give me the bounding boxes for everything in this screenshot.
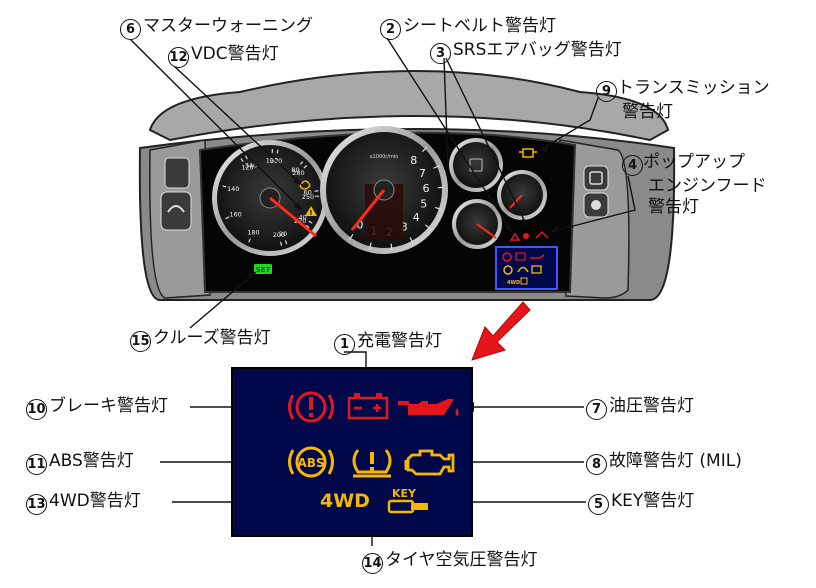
- number-badge: 9: [596, 81, 617, 102]
- gauge-tick-label: 3: [401, 221, 408, 234]
- gauge-tick-mark: [308, 220, 313, 224]
- gauge-tick-label: 200: [273, 231, 285, 239]
- number-badge: 2: [380, 19, 401, 40]
- number-badge: 3: [430, 43, 451, 64]
- gauge-tick-mark: [284, 240, 288, 245]
- number-badge: 13: [26, 494, 47, 515]
- key-icon-label: KEY: [392, 487, 417, 500]
- gauge-tick-label: 180: [247, 229, 259, 237]
- cluster-red-icons: [509, 230, 549, 241]
- small-gauge-low: [452, 199, 502, 249]
- tachometer-needle: [350, 189, 386, 231]
- left-rocker-icon: [167, 205, 185, 213]
- gauge-tick-mark: [435, 206, 442, 211]
- gauge-tick-mark: [314, 190, 319, 192]
- gauge-tick-mark: [299, 161, 304, 165]
- number-badge: 8: [586, 454, 607, 475]
- gauge-tick-mark: [369, 242, 372, 250]
- mini-warning-icons: 4WD: [502, 252, 545, 286]
- gauge-tick-label: 280: [292, 169, 304, 177]
- leader-lines-upper: [130, 37, 636, 329]
- number-badge: 11: [26, 454, 47, 475]
- number-badge: 7: [586, 399, 607, 420]
- gauge-tick-mark: [244, 155, 248, 160]
- gauge-tick-label: 0: [356, 218, 363, 231]
- gauge-tick-label: 4: [413, 211, 420, 224]
- gauge-tick-label: 6: [423, 182, 430, 195]
- gauge-tick-mark: [240, 158, 244, 163]
- svg-text:!: !: [309, 209, 312, 217]
- cruise-set-badge: [254, 264, 272, 274]
- gauge-tick-label: 120: [241, 164, 253, 172]
- gauge-tick-mark: [390, 243, 393, 251]
- number-badge: 12: [168, 47, 189, 68]
- gauge-tick-label: 60: [303, 189, 311, 197]
- cluster-vdc-icon: [299, 180, 311, 190]
- cluster-master-warning-icon: [305, 206, 317, 216]
- number-badge: 15: [130, 331, 151, 352]
- number-badge: 4: [622, 155, 643, 176]
- gauge-tick-label: 20: [279, 230, 287, 238]
- gauge-tick-label: 160: [229, 210, 241, 218]
- right-upper-button[interactable]: [583, 165, 609, 191]
- gauge-tick-mark: [222, 185, 227, 188]
- tacho-unit: x1000r/min: [370, 154, 399, 160]
- gauge-tick-label: 140: [227, 185, 239, 193]
- gauge-tick-label: 340: [245, 161, 257, 169]
- gauge-tick-mark: [303, 165, 308, 169]
- left-rocker-button[interactable]: [160, 191, 192, 231]
- gauge-tick-mark: [425, 224, 431, 230]
- gauge-tick-mark: [276, 149, 279, 154]
- number-badge: 10: [26, 399, 47, 420]
- zoom-arrow: [471, 301, 531, 361]
- speedometer-needle: [269, 196, 317, 238]
- tachometer: 012345678 x1000r/min: [320, 126, 448, 254]
- small-gauge-mid: [497, 170, 547, 220]
- gauge-tick-mark: [280, 241, 283, 246]
- gauge-tick-mark: [433, 165, 440, 169]
- cluster-transmission-icon: [519, 148, 537, 158]
- gauge-tick-label: 100: [266, 156, 278, 164]
- svg-text:4WD: 4WD: [507, 280, 520, 286]
- gauge-tick-label: 7: [419, 167, 426, 180]
- speedometer: 2040608010012014016018020022025028031034…: [212, 140, 328, 256]
- gauge-tick-mark: [248, 238, 251, 243]
- svg-text:SET: SET: [256, 266, 271, 274]
- gauge-tick-mark: [409, 237, 414, 244]
- fourwd-icon: 4WD: [320, 490, 370, 512]
- number-badge: 14: [362, 553, 383, 574]
- leader-arrowheads-upper: [248, 145, 558, 279]
- number-badge: 5: [588, 494, 609, 515]
- gauge-tick-mark: [421, 146, 428, 153]
- number-badge: 1: [334, 334, 355, 355]
- trip-reset-button[interactable]: [164, 157, 190, 189]
- gauge-tick-mark: [225, 216, 230, 220]
- gauge-tick-label: 5: [420, 197, 427, 210]
- small-gauge-top: [449, 138, 503, 192]
- gauge-tick-label: 40: [299, 214, 307, 222]
- number-badge: 6: [120, 19, 141, 40]
- gauge-tick-label: 250: [302, 193, 314, 201]
- gauge-tick-label: 80: [291, 166, 299, 174]
- gauge-tick-mark: [305, 224, 310, 229]
- gauge-tick-mark: [348, 233, 354, 241]
- gauge-tick-label: 8: [410, 154, 417, 167]
